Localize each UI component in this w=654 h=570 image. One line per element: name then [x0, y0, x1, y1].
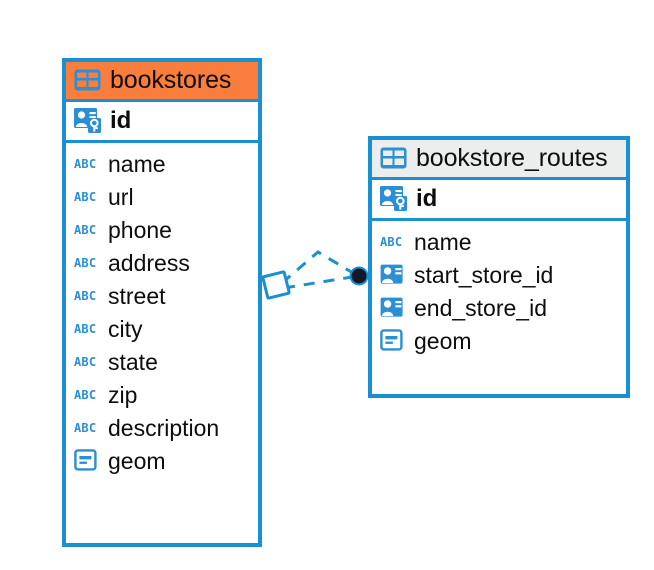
field-row-zip[interactable]: ABC zip	[66, 378, 258, 411]
text-type-icon: ABC	[74, 322, 99, 336]
svg-text:ABC: ABC	[380, 235, 402, 249]
field-row-description[interactable]: ABC description	[66, 411, 258, 444]
text-type-icon: ABC	[74, 421, 99, 435]
diamond-marker	[261, 270, 291, 300]
text-type-icon: ABC	[74, 256, 99, 270]
primary-key-icon	[380, 186, 407, 212]
entity-bookstores[interactable]: bookstores id	[62, 58, 262, 547]
field-row-address[interactable]: ABC address	[66, 246, 258, 279]
field-label: geom	[108, 447, 166, 474]
field-label: geom	[414, 327, 472, 354]
field-label: city	[108, 315, 143, 342]
text-type-icon: ABC	[74, 157, 99, 171]
field-list-bookstores: ABC name ABC url ABC pho	[66, 143, 258, 481]
table-icon	[380, 147, 407, 169]
svg-text:ABC: ABC	[74, 289, 96, 303]
field-label: url	[108, 183, 134, 210]
entity-title: bookstore_routes	[416, 144, 608, 172]
field-label: id	[416, 185, 438, 213]
field-row-primary-key[interactable]: id	[66, 102, 258, 144]
text-type-icon: ABC	[380, 235, 405, 249]
entity-header-bookstore-routes[interactable]: bookstore_routes	[372, 140, 626, 181]
field-row-name[interactable]: ABC name	[372, 225, 626, 258]
field-row-primary-key[interactable]: id	[372, 180, 626, 222]
field-label: zip	[108, 381, 138, 408]
text-type-icon: ABC	[74, 289, 99, 303]
svg-text:ABC: ABC	[74, 223, 96, 237]
text-type-icon: ABC	[74, 388, 99, 402]
text-type-icon: ABC	[74, 355, 99, 369]
field-label: description	[108, 414, 220, 441]
field-label: street	[108, 282, 166, 309]
table-icon	[74, 69, 101, 91]
svg-text:ABC: ABC	[74, 322, 96, 336]
relationship-line-lower	[283, 275, 353, 290]
geometry-type-icon	[74, 449, 99, 472]
primary-key-icon	[74, 108, 101, 134]
field-row-street[interactable]: ABC street	[66, 279, 258, 312]
svg-text:ABC: ABC	[74, 421, 96, 435]
field-row-url[interactable]: ABC url	[66, 180, 258, 213]
field-row-start-store-id[interactable]: start_store_id	[372, 258, 626, 291]
relationship-line-upper	[281, 250, 354, 285]
field-label: address	[108, 249, 190, 276]
geometry-type-icon	[380, 329, 405, 352]
svg-text:ABC: ABC	[74, 355, 96, 369]
field-row-phone[interactable]: ABC phone	[66, 213, 258, 246]
field-label: phone	[108, 216, 172, 243]
foreign-key-icon	[380, 264, 405, 286]
field-list-bookstore-routes: ABC name start_store_id	[372, 221, 626, 361]
field-row-geom[interactable]: geom	[372, 324, 626, 357]
text-type-icon: ABC	[74, 190, 99, 204]
foreign-key-icon	[380, 297, 405, 319]
field-label: state	[108, 348, 158, 375]
filled-circle-marker	[349, 266, 369, 286]
field-label: name	[108, 150, 166, 177]
svg-text:ABC: ABC	[74, 157, 96, 171]
svg-text:ABC: ABC	[74, 256, 96, 270]
field-label: id	[110, 107, 132, 135]
entity-bookstore-routes[interactable]: bookstore_routes id	[368, 136, 630, 398]
text-type-icon: ABC	[74, 223, 99, 237]
field-row-name[interactable]: ABC name	[66, 147, 258, 180]
entity-header-bookstores[interactable]: bookstores	[66, 62, 258, 103]
field-label: start_store_id	[414, 261, 554, 288]
field-row-geom[interactable]: geom	[66, 444, 258, 477]
svg-text:ABC: ABC	[74, 190, 96, 204]
svg-text:ABC: ABC	[74, 388, 96, 402]
field-row-city[interactable]: ABC city	[66, 312, 258, 345]
entity-title: bookstores	[110, 66, 232, 94]
field-label: name	[414, 228, 472, 255]
field-label: end_store_id	[414, 294, 547, 321]
field-row-end-store-id[interactable]: end_store_id	[372, 291, 626, 324]
field-row-state[interactable]: ABC state	[66, 345, 258, 378]
